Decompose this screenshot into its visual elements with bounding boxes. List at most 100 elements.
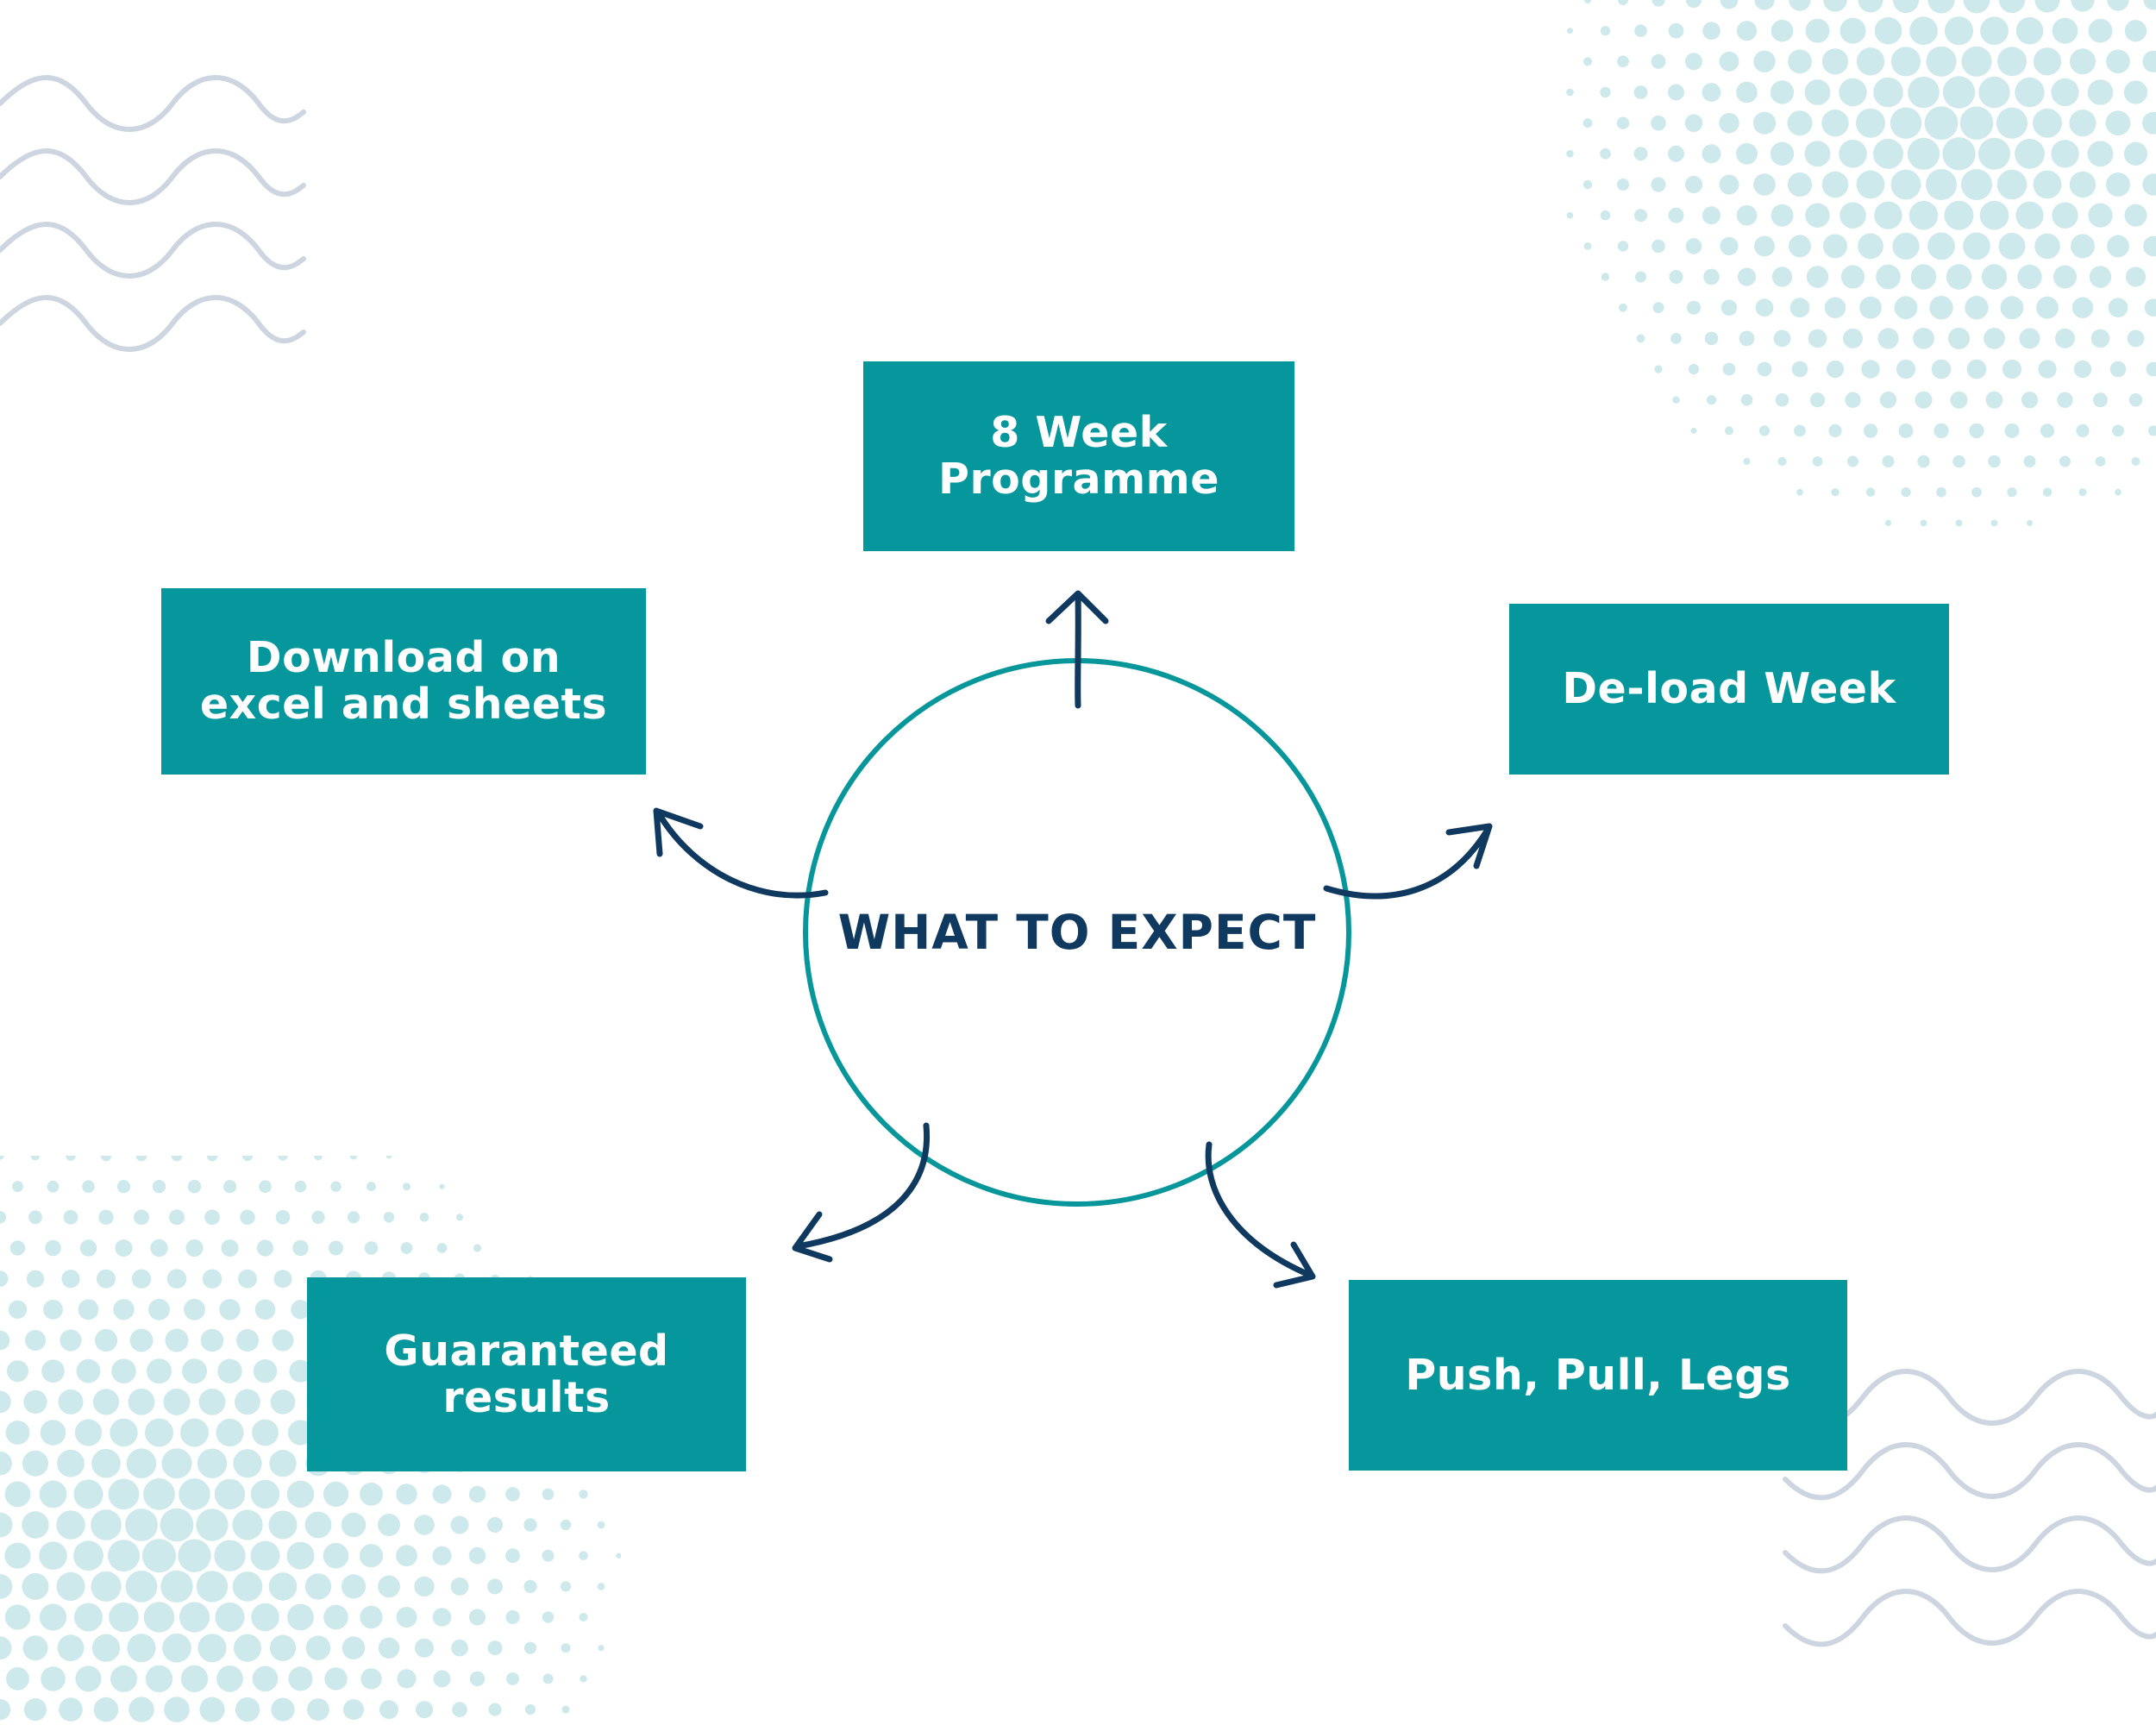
decorative-dot bbox=[1997, 47, 2027, 77]
decorative-dot bbox=[1757, 361, 1772, 377]
decorative-dot bbox=[1583, 0, 1592, 4]
decorative-dot bbox=[2087, 141, 2114, 167]
decorative-dot bbox=[1685, 0, 1702, 9]
decorative-dot bbox=[145, 1665, 173, 1693]
decorative-dot bbox=[2128, 393, 2143, 407]
decorative-dot bbox=[57, 1634, 85, 1662]
decorative-dot bbox=[2071, 234, 2095, 259]
decorative-dot bbox=[4, 1542, 31, 1569]
decorative-dot bbox=[2089, 266, 2112, 288]
decorative-dot bbox=[2144, 298, 2156, 317]
decorative-dot bbox=[232, 1571, 263, 1602]
decorative-dot bbox=[271, 1697, 295, 1722]
decorative-dot bbox=[1651, 115, 1666, 131]
decorative-dot bbox=[214, 1478, 246, 1510]
decorative-dot bbox=[0, 1512, 13, 1538]
decorative-dot bbox=[1873, 77, 1903, 108]
decorative-dot bbox=[1831, 488, 1839, 497]
decorative-dot bbox=[342, 1636, 366, 1659]
decorative-dot bbox=[1821, 110, 1849, 137]
decorative-dot bbox=[1720, 299, 1738, 316]
decorative-dot bbox=[180, 1665, 209, 1693]
decorative-dot bbox=[286, 1480, 315, 1509]
decorative-dot bbox=[0, 1636, 12, 1660]
decorative-dot bbox=[1936, 486, 1946, 498]
decorative-dot bbox=[73, 1479, 103, 1509]
decorative-dot bbox=[1927, 232, 1955, 260]
decorative-dot bbox=[1668, 22, 1684, 39]
decorative-dot bbox=[2000, 296, 2024, 320]
decorative-dot bbox=[1884, 519, 1892, 527]
decorative-dot bbox=[1828, 423, 1842, 437]
decorative-dot bbox=[450, 1578, 469, 1596]
decorative-dot bbox=[506, 1672, 519, 1685]
decorative-dot bbox=[252, 1419, 279, 1446]
decorative-dot bbox=[383, 1212, 395, 1223]
decorative-dot bbox=[452, 1702, 467, 1717]
box-download-label: Download on excel and sheets bbox=[199, 633, 608, 729]
decorative-dot bbox=[275, 1210, 291, 1225]
decorative-dot bbox=[98, 1209, 114, 1225]
decorative-dot bbox=[182, 1358, 207, 1384]
decorative-dot bbox=[1961, 169, 1992, 200]
decorative-dot bbox=[349, 1156, 358, 1160]
decorative-dot bbox=[184, 1298, 205, 1320]
decorative-dot bbox=[2131, 457, 2140, 466]
decorative-dot bbox=[432, 1546, 452, 1565]
decorative-dot bbox=[2007, 487, 2017, 498]
decorative-dot bbox=[2109, 361, 2127, 378]
decorative-dot bbox=[187, 1180, 202, 1194]
decorative-dot bbox=[1770, 141, 1795, 166]
decorative-dot bbox=[468, 1485, 486, 1503]
decorative-dot bbox=[597, 1521, 605, 1529]
decorative-dot bbox=[1736, 142, 1758, 165]
decorative-dot bbox=[115, 1239, 133, 1257]
decorative-dot bbox=[1910, 264, 1937, 290]
dot-pattern-top-right bbox=[1566, 0, 2156, 527]
decorative-dot bbox=[400, 1242, 413, 1254]
decorative-dot bbox=[2124, 20, 2147, 42]
decorative-dot bbox=[129, 1328, 154, 1352]
decorative-dot bbox=[2088, 203, 2113, 228]
decorative-dot bbox=[2055, 328, 2075, 348]
decorative-dot bbox=[1981, 264, 2008, 290]
decorative-dot bbox=[1882, 455, 1895, 467]
decorative-dot bbox=[110, 1665, 137, 1692]
decorative-dot bbox=[2148, 425, 2156, 436]
decorative-dot bbox=[1758, 425, 1771, 436]
decorative-dot bbox=[57, 1449, 85, 1477]
decorative-dot bbox=[1804, 141, 1831, 167]
decorative-dot bbox=[1684, 114, 1703, 132]
decorative-dot bbox=[1794, 424, 1806, 437]
decorative-dot bbox=[240, 1209, 255, 1225]
decorative-dot bbox=[59, 1697, 83, 1722]
decorative-dot bbox=[128, 1389, 155, 1415]
decorative-dot bbox=[91, 1634, 121, 1662]
decorative-dot bbox=[254, 1299, 276, 1320]
decorative-dot bbox=[278, 1156, 288, 1161]
decorative-dot bbox=[473, 1244, 482, 1252]
decorative-dot bbox=[1600, 86, 1611, 98]
decorative-dot bbox=[1722, 362, 1736, 376]
decorative-dot bbox=[152, 1180, 166, 1194]
decorative-dot bbox=[2033, 47, 2062, 76]
decorative-dot bbox=[219, 1299, 241, 1320]
decorative-dot bbox=[1566, 211, 1574, 219]
decorative-dot bbox=[1839, 17, 1866, 44]
decorative-dot bbox=[116, 1180, 131, 1194]
decorative-dot bbox=[323, 1604, 348, 1630]
decorative-dot bbox=[250, 1479, 280, 1509]
decorative-dot bbox=[91, 1448, 121, 1478]
decorative-dot bbox=[147, 1358, 172, 1384]
decorative-dot bbox=[1618, 0, 1628, 5]
decorative-dot bbox=[1808, 329, 1827, 348]
decorative-dot bbox=[1901, 487, 1911, 498]
decorative-dot bbox=[1719, 113, 1739, 134]
decorative-dot bbox=[1617, 179, 1629, 191]
decorative-dot bbox=[468, 1546, 486, 1565]
decorative-dot bbox=[1636, 334, 1645, 343]
decorative-dot bbox=[2108, 298, 2128, 318]
decorative-dot bbox=[142, 1539, 176, 1573]
decorative-dot bbox=[1684, 175, 1703, 194]
decorative-dot bbox=[1617, 241, 1629, 252]
